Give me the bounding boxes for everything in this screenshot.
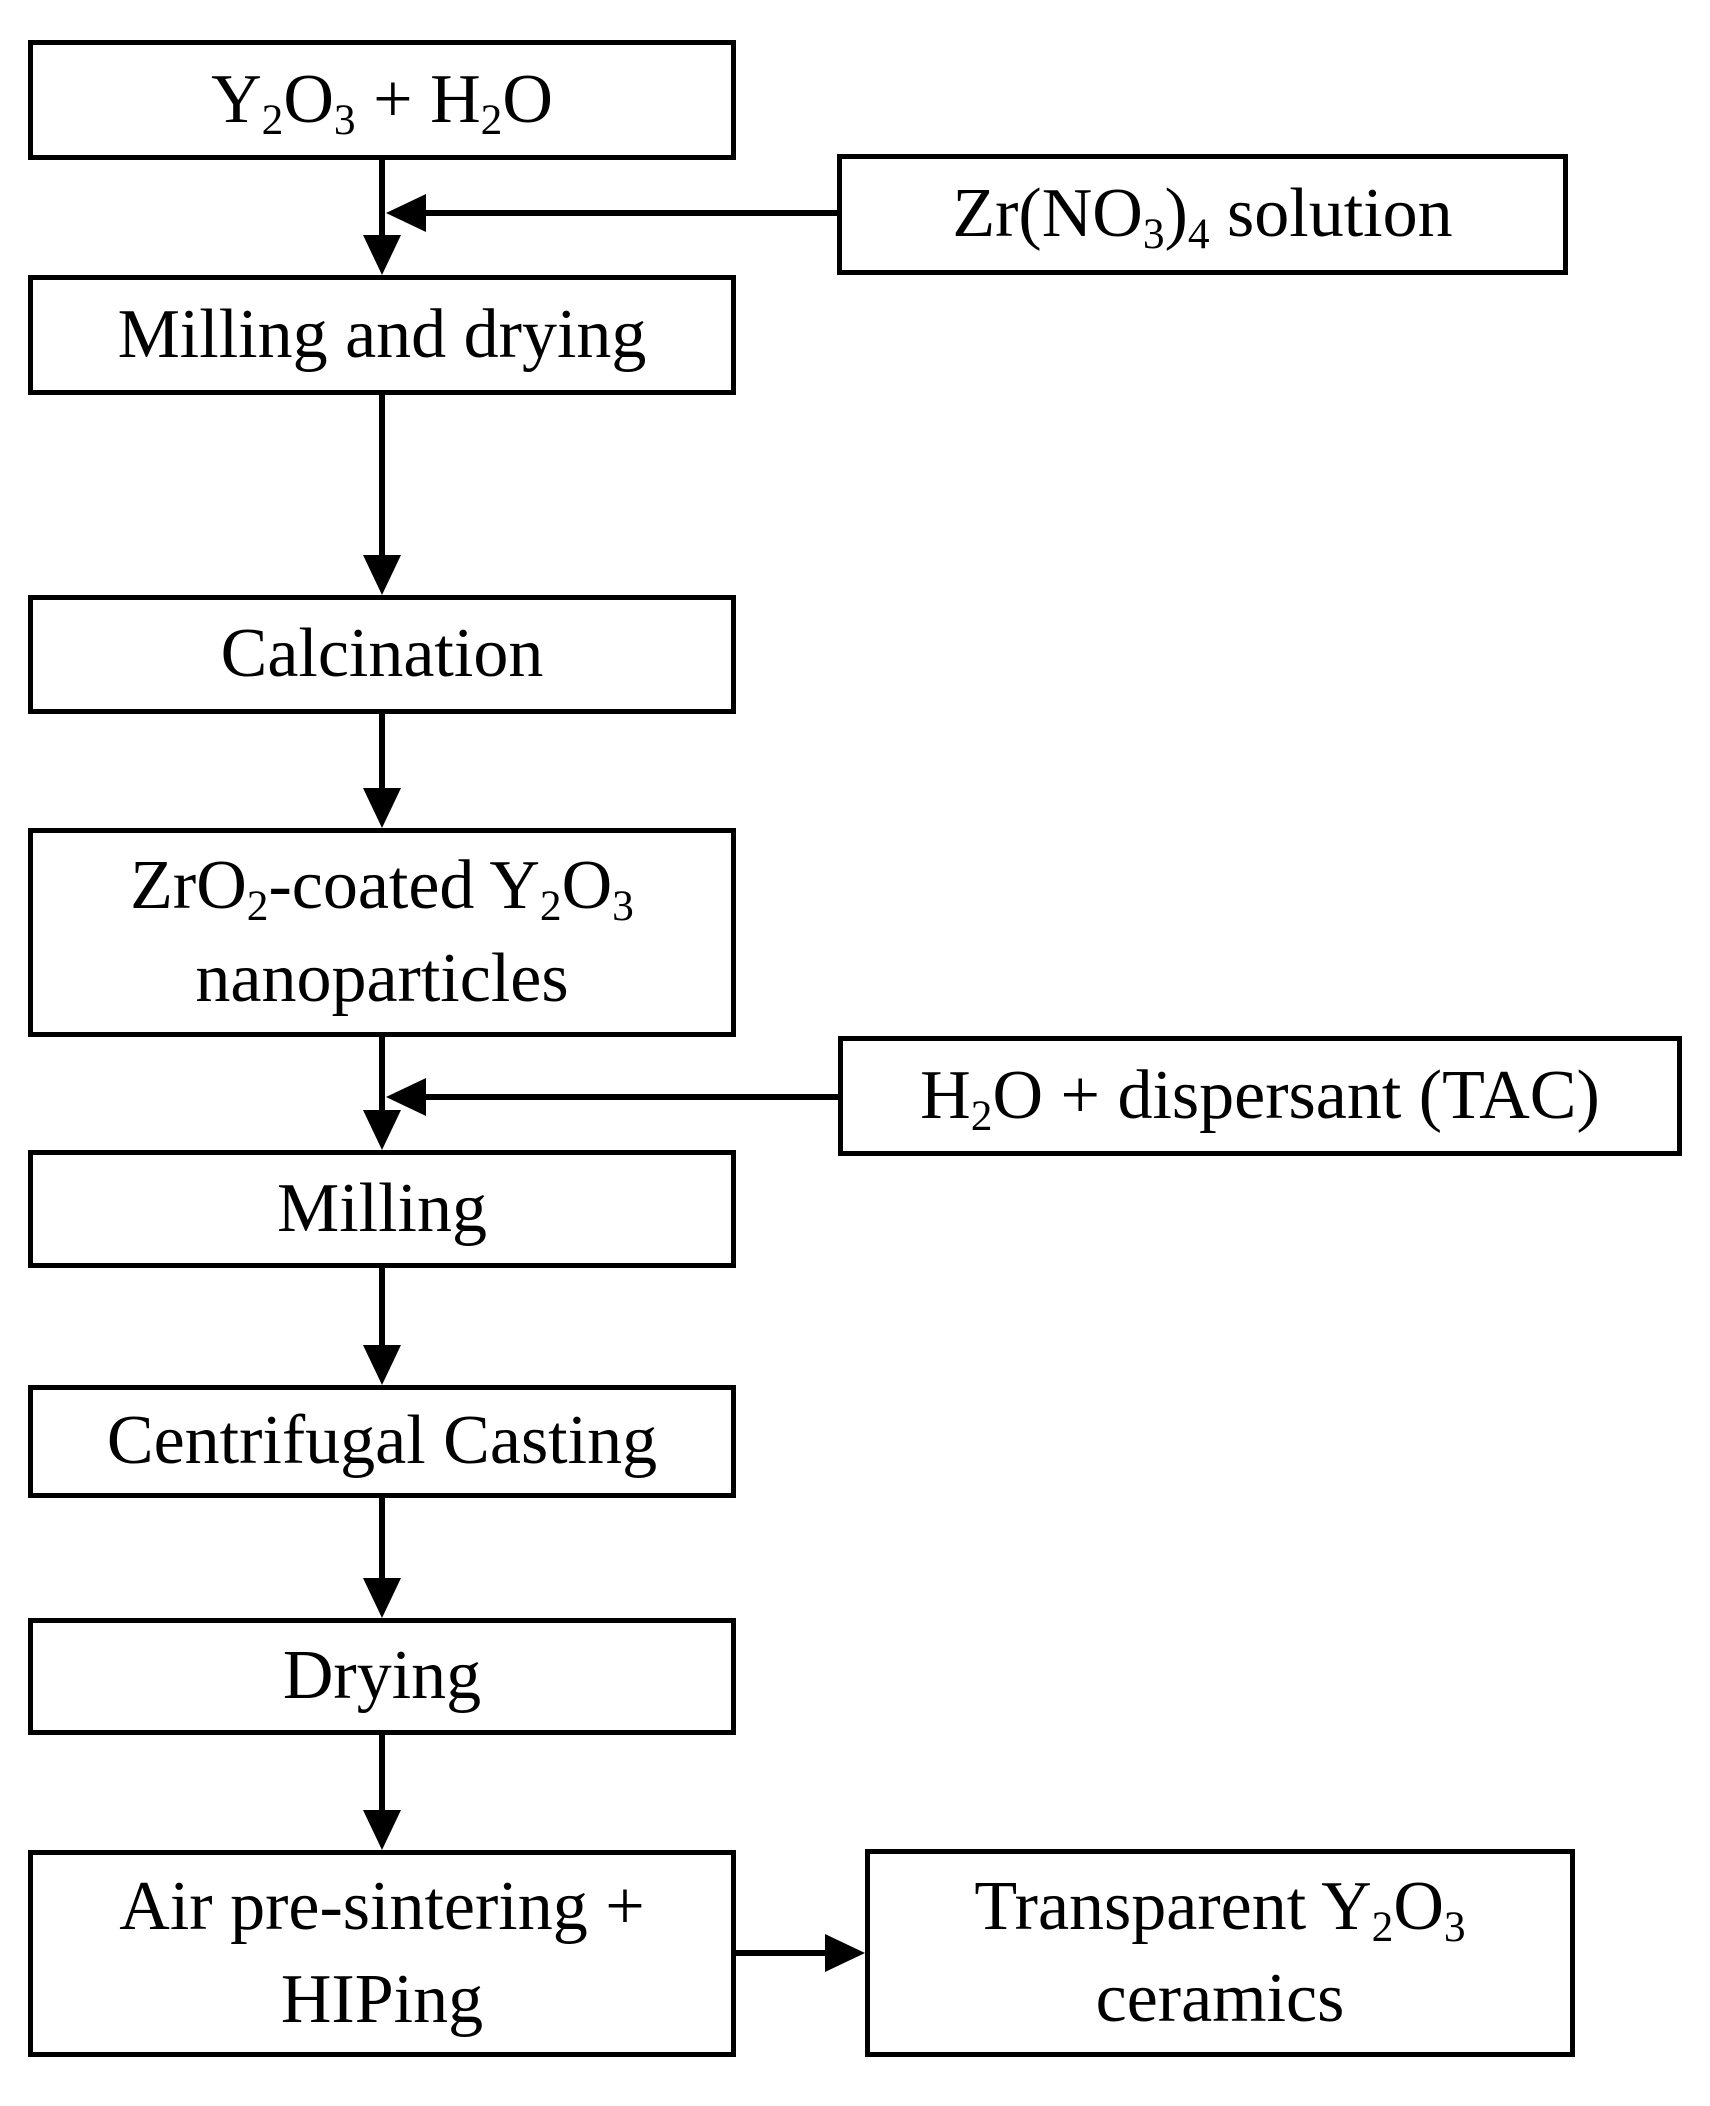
arrow-milling-to-casting-line: [379, 1268, 385, 1350]
node-zro2-coated-nanoparticles: ZrO2-coated Y2O3 nanoparticles: [28, 828, 736, 1037]
node-milling: Milling: [28, 1150, 736, 1268]
node-centrifugal-casting: Centrifugal Casting: [28, 1385, 736, 1498]
arrow-presinter-to-product-line: [733, 1950, 829, 1956]
arrow-calcination-to-coated-line: [379, 714, 385, 793]
arrow-coated-to-milling-line: [379, 1037, 385, 1115]
arrow-down-icon: [363, 1345, 401, 1385]
arrow-casting-to-drying-line: [379, 1498, 385, 1583]
arrow-left-icon: [386, 194, 426, 232]
arrow-zr-solution-line: [424, 210, 837, 216]
arrow-milling-drying-to-calcination-line: [379, 395, 385, 560]
node-transparent-y2o3-ceramics: Transparent Y2O3 ceramics: [865, 1849, 1575, 2057]
arrow-down-icon: [363, 235, 401, 275]
node-milling-and-drying: Milling and drying: [28, 275, 736, 395]
arrow-start-to-milling-drying-line: [379, 160, 385, 240]
node-y2o3-h2o: Y2O3 + H2O: [28, 40, 736, 160]
arrow-left-icon: [386, 1078, 426, 1116]
arrow-down-icon: [363, 1578, 401, 1618]
arrow-down-icon: [363, 1110, 401, 1150]
arrow-down-icon: [363, 788, 401, 828]
node-zr-nitrate-solution: Zr(NO3)4 solution: [837, 154, 1568, 275]
arrow-drying-to-presinter-line: [379, 1735, 385, 1815]
arrow-dispersant-line: [424, 1094, 838, 1100]
node-drying: Drying: [28, 1618, 736, 1735]
node-h2o-dispersant-tac: H2O + dispersant (TAC): [838, 1036, 1682, 1156]
arrow-right-icon: [825, 1934, 865, 1972]
node-calcination: Calcination: [28, 595, 736, 714]
arrow-down-icon: [363, 555, 401, 595]
arrow-down-icon: [363, 1810, 401, 1850]
node-air-pre-sintering-hiping: Air pre-sintering + HIPing: [28, 1850, 736, 2057]
